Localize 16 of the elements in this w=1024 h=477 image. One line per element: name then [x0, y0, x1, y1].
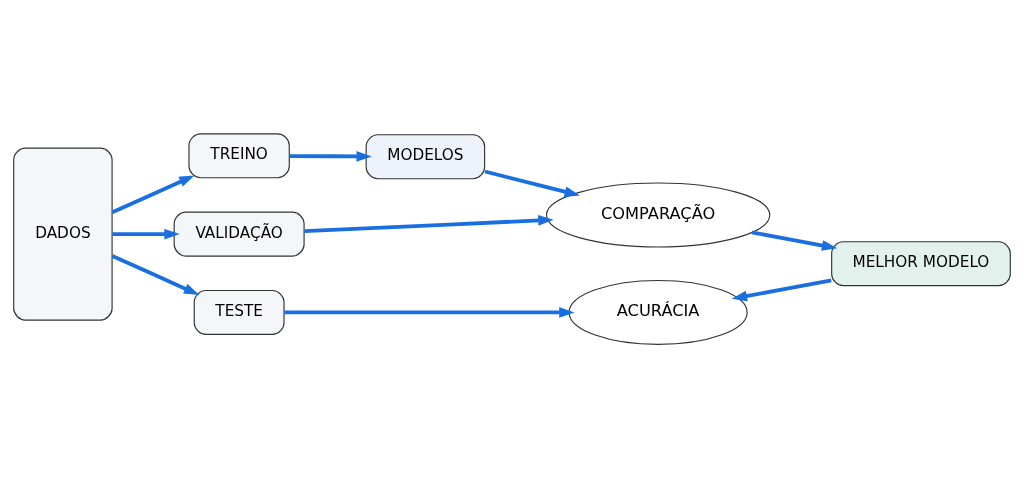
arrow: [484, 169, 580, 197]
arrow: [112, 228, 180, 239]
arrow: [731, 277, 832, 301]
node-box: MELHOR MODELO: [831, 240, 1011, 286]
node-box: TREINO: [188, 132, 290, 178]
arrow: [751, 229, 838, 251]
arrow: [111, 253, 200, 295]
node-box: TESTE: [193, 289, 285, 335]
arrow: [284, 306, 575, 318]
node-box: MODELOS: [365, 133, 486, 179]
arrow: [111, 174, 195, 214]
node-box: DADOS: [13, 147, 113, 321]
arrow: [289, 150, 372, 162]
node-box: VALIDAÇÃO: [173, 211, 305, 257]
node-ellipse: COMPARAÇÃO: [545, 181, 771, 248]
arrow: [304, 214, 554, 233]
